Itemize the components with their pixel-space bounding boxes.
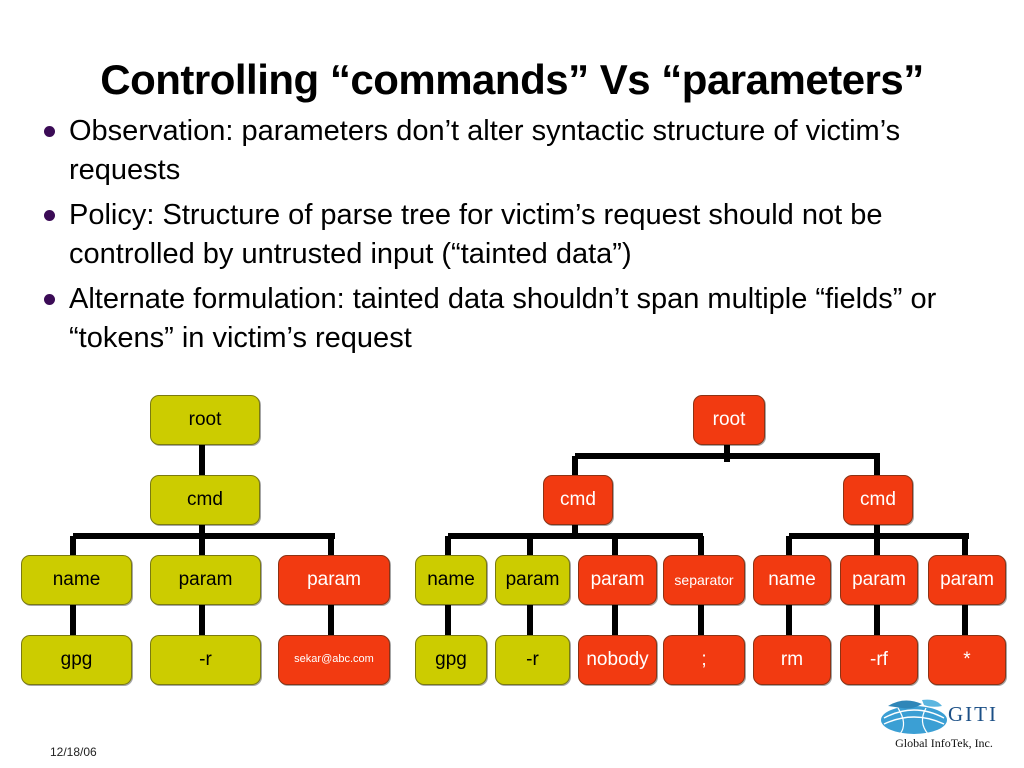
tree-connector: [962, 604, 968, 636]
bullet-item: Alternate formulation: tainted data shou…: [38, 280, 1013, 357]
tree-connector: [874, 536, 880, 556]
tree-node-l-name: name: [21, 555, 132, 605]
tree-connector: [572, 524, 578, 538]
tree-connector: [612, 536, 618, 556]
tree-connector: [445, 536, 451, 556]
tree-node-r-rm: rm: [753, 635, 831, 685]
page-title: Controlling “commands” Vs “parameters”: [100, 56, 924, 104]
tree-node-r-root: root: [693, 395, 765, 445]
tree-connector: [874, 604, 880, 636]
tree-connector: [70, 536, 76, 556]
tree-node-r-gpg: gpg: [415, 635, 487, 685]
tree-node-r-cmd2: cmd: [843, 475, 913, 525]
tree-node-l-param1: param: [150, 555, 261, 605]
tree-connector: [448, 533, 703, 539]
logo-wordmark: GITI: [948, 702, 998, 726]
tree-node-r-nobody: nobody: [578, 635, 657, 685]
tree-node-r-sep: separator: [663, 555, 745, 605]
tree-node-l-cmd: cmd: [150, 475, 260, 525]
tree-connector: [199, 444, 205, 477]
tree-node-l-root: root: [150, 395, 260, 445]
tree-connector: [527, 536, 533, 556]
tree-node-r-star: *: [928, 635, 1006, 685]
tree-node-l-email: sekar@abc.com: [278, 635, 390, 685]
tree-connector: [328, 536, 334, 556]
tree-node-l-gpg: gpg: [21, 635, 132, 685]
tree-node-r-semi: ;: [663, 635, 745, 685]
tree-node-r-param1: param: [495, 555, 570, 605]
bullet-dot-icon: [44, 126, 55, 137]
bullet-text: Observation: parameters don’t alter synt…: [69, 115, 901, 186]
globe-icon: [881, 699, 947, 735]
footer-date: 12/18/06: [50, 745, 97, 759]
tree-node-r-cmd1: cmd: [543, 475, 613, 525]
tree-node-l-param2: param: [278, 555, 390, 605]
tree-connector: [199, 536, 205, 556]
logo-subtitle: Global InfoTek, Inc.: [895, 736, 993, 750]
tree-node-r-param3: param: [840, 555, 918, 605]
tree-node-r-name2: name: [753, 555, 831, 605]
tree-connector: [70, 604, 76, 636]
tree-connector: [572, 456, 578, 476]
company-logo: GITI Global InfoTek, Inc.: [872, 692, 1012, 754]
tree-connector: [786, 536, 792, 556]
tree-connector: [698, 536, 704, 556]
tree-connector: [575, 453, 880, 459]
tree-node-l-r: -r: [150, 635, 261, 685]
tree-connector: [445, 604, 451, 636]
tree-node-r-rf: -rf: [840, 635, 918, 685]
tree-connector: [786, 604, 792, 636]
tree-connector: [199, 604, 205, 636]
bullet-item: Observation: parameters don’t alter synt…: [38, 112, 1013, 189]
bullet-item: Policy: Structure of parse tree for vict…: [38, 196, 1013, 273]
tree-connector: [874, 524, 880, 538]
tree-connector: [527, 604, 533, 636]
bullet-text: Alternate formulation: tainted data shou…: [69, 283, 937, 354]
tree-connector: [962, 536, 968, 556]
tree-node-r-param2: param: [578, 555, 657, 605]
tree-connector: [328, 604, 334, 636]
tree-node-r-name1: name: [415, 555, 487, 605]
tree-connector: [698, 604, 704, 636]
bullet-list: Observation: parameters don’t alter synt…: [38, 112, 1013, 364]
bullet-dot-icon: [44, 294, 55, 306]
bullet-text: Policy: Structure of parse tree for vict…: [69, 199, 883, 270]
tree-connector: [612, 604, 618, 636]
tree-connector: [874, 456, 880, 476]
tree-node-r-param4: param: [928, 555, 1006, 605]
tree-node-r-r: -r: [495, 635, 570, 685]
bullet-dot-icon: [44, 210, 55, 222]
